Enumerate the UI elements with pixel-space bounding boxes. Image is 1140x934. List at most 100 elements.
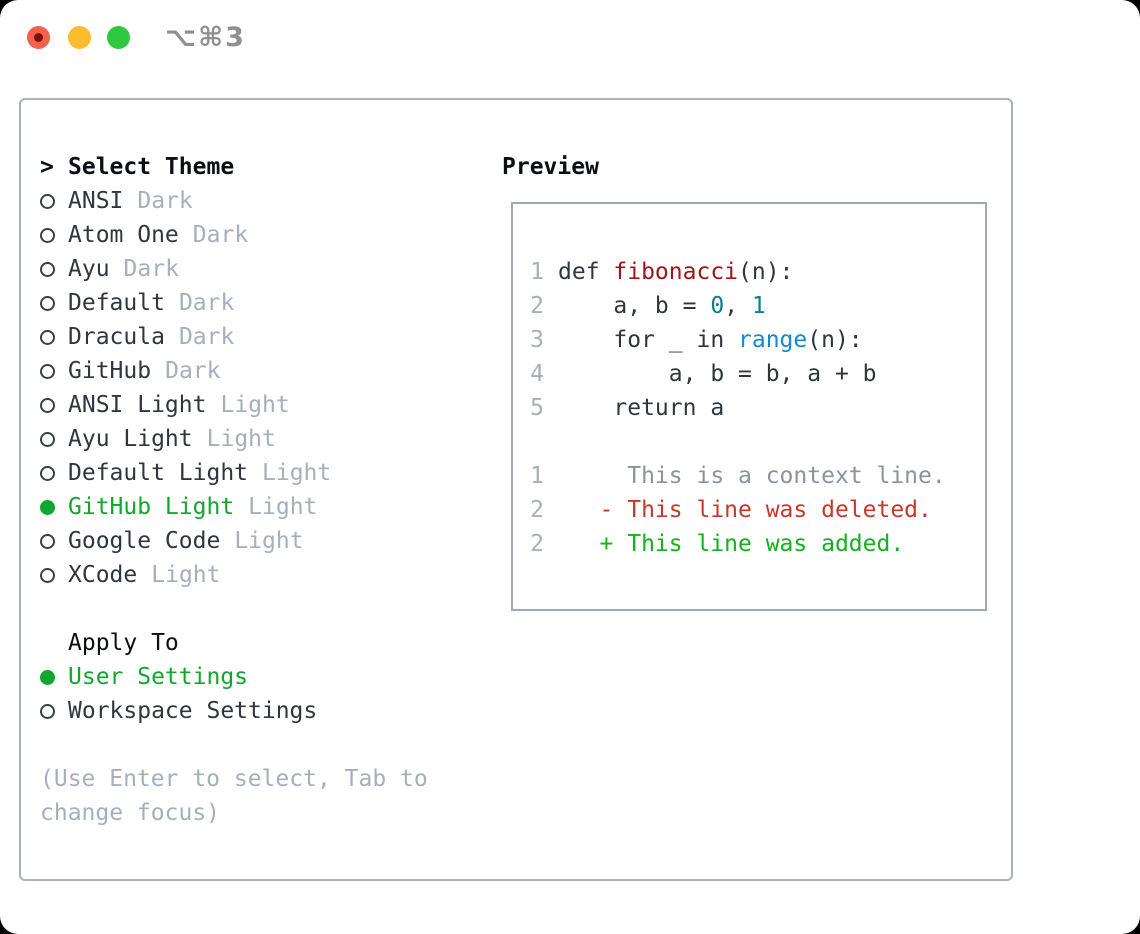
theme-option-label: Dracula (68, 324, 165, 350)
close-button-dot-icon (34, 33, 43, 42)
theme-option-label: GitHub Light (68, 494, 235, 520)
blank-line (530, 425, 946, 459)
radio-unselected-icon (40, 533, 55, 549)
code-token-code: , (724, 293, 752, 319)
theme-option-variant-tag: Light (220, 392, 290, 418)
radio-unselected-icon (40, 295, 55, 311)
theme-option-ansi-light[interactable]: ANSI Light Light (40, 388, 490, 422)
line-number: 4 (530, 361, 544, 387)
line-content: This is a context line. (558, 463, 946, 489)
theme-option-label: Ayu Light (68, 426, 193, 452)
theme-option-dracula[interactable]: Dracula Dark (40, 320, 490, 354)
theme-option-variant-tag: Dark (123, 256, 179, 282)
code-token-code: return a (558, 395, 725, 421)
apply-option-workspace-settings[interactable]: Workspace Settings (40, 694, 490, 728)
help-text: (Use Enter to select, Tab to change focu… (40, 766, 428, 826)
line-content: a, b = 0, 1 (558, 293, 766, 319)
code-token-builtin: range (738, 327, 808, 353)
theme-option-default-light[interactable]: Default Light Light (40, 456, 490, 490)
code-line: 2 a, b = 0, 1 (530, 289, 946, 323)
theme-option-variant-tag: Light (234, 528, 304, 554)
prompt-marker: > (40, 154, 54, 180)
close-button[interactable] (27, 26, 50, 49)
theme-option-variant-tag: Light (262, 460, 332, 486)
code-line: 2 + This line was added. (530, 527, 946, 561)
code-line: 1 This is a context line. (530, 459, 946, 493)
apply-option-user-settings[interactable]: User Settings (40, 660, 490, 694)
code-token-added: + This line was added. (558, 531, 905, 557)
radio-selected-icon (40, 499, 55, 515)
radio-unselected-icon (40, 567, 55, 583)
theme-option-variant-tag: Dark (178, 290, 235, 316)
theme-option-variant-tag: Dark (137, 188, 193, 214)
radio-unselected-icon (40, 703, 55, 719)
apply-to-heading-label: Apply To (68, 630, 179, 656)
line-number: 2 (530, 293, 544, 319)
theme-option-atom-one[interactable]: Atom One Dark (40, 218, 490, 252)
theme-option-label: Atom One (68, 222, 179, 248)
code-token-number: 1 (751, 293, 766, 319)
theme-option-github-light[interactable]: GitHub Light Light (40, 490, 490, 524)
minimize-button[interactable] (68, 26, 91, 49)
theme-option-variant-tag: Light (151, 562, 221, 588)
theme-option-label: Ayu (68, 256, 110, 282)
spacer (40, 728, 490, 762)
line-number: 1 (530, 463, 544, 489)
apply-option-label: Workspace Settings (68, 698, 318, 724)
line-number: 3 (530, 327, 544, 353)
theme-option-variant-tag: Dark (178, 324, 235, 350)
line-content: return a (558, 395, 724, 421)
code-line: 2 - This line was deleted. (530, 493, 946, 527)
line-number: 1 (530, 259, 544, 285)
theme-option-ayu[interactable]: Ayu Dark (40, 252, 490, 286)
apply-to-heading: Apply To (40, 626, 490, 660)
radio-unselected-icon (40, 227, 55, 243)
radio-unselected-icon (40, 465, 55, 481)
code-token-deleted: - This line was deleted. (558, 497, 932, 523)
radio-unselected-icon (40, 193, 55, 209)
radio-unselected-icon (40, 261, 55, 277)
code-token-context: This is a context line. (558, 463, 946, 489)
code-token-code: (n): (738, 259, 794, 285)
radio-selected-icon (40, 669, 55, 685)
theme-option-label: GitHub (68, 358, 152, 384)
theme-option-xcode[interactable]: XCode Light (40, 558, 490, 592)
radio-unselected-icon (40, 431, 55, 447)
theme-option-variant-tag: Dark (165, 358, 221, 384)
code-line: 1 def fibonacci(n): (530, 255, 946, 289)
theme-option-label: ANSI Light (68, 392, 207, 418)
code-token-function: fibonacci (613, 259, 739, 285)
theme-option-variant-tag: Light (206, 426, 276, 452)
line-content: a, b = b, a + b (558, 361, 877, 387)
theme-option-label: XCode (68, 562, 138, 588)
radio-unselected-icon (40, 363, 55, 379)
line-content: - This line was deleted. (558, 497, 932, 523)
code-line: 5 return a (530, 391, 946, 425)
window-title: ⌥⌘3 (165, 22, 246, 53)
theme-option-default[interactable]: Default Dark (40, 286, 490, 320)
select-theme-heading-label: Select Theme (68, 154, 235, 180)
theme-option-ayu-light[interactable]: Ayu Light Light (40, 422, 490, 456)
line-number: 2 (530, 497, 544, 523)
theme-option-variant-tag: Light (248, 494, 318, 520)
code-token-code: def (558, 259, 614, 285)
radio-unselected-icon (40, 397, 55, 413)
titlebar: ⌥⌘3 (0, 0, 1140, 75)
code-token-code: a, b = b, a + b (558, 361, 877, 387)
theme-option-label: Google Code (68, 528, 221, 554)
theme-option-variant-tag: Dark (192, 222, 249, 248)
theme-option-google-code[interactable]: Google Code Light (40, 524, 490, 558)
theme-option-label: Default (68, 290, 165, 316)
zoom-button[interactable] (107, 26, 130, 49)
code-line: 4 a, b = b, a + b (530, 357, 946, 391)
spacer (40, 592, 490, 626)
code-token-code: (n): (807, 327, 863, 353)
theme-option-label: Default Light (68, 460, 249, 486)
theme-option-github[interactable]: GitHub Dark (40, 354, 490, 388)
